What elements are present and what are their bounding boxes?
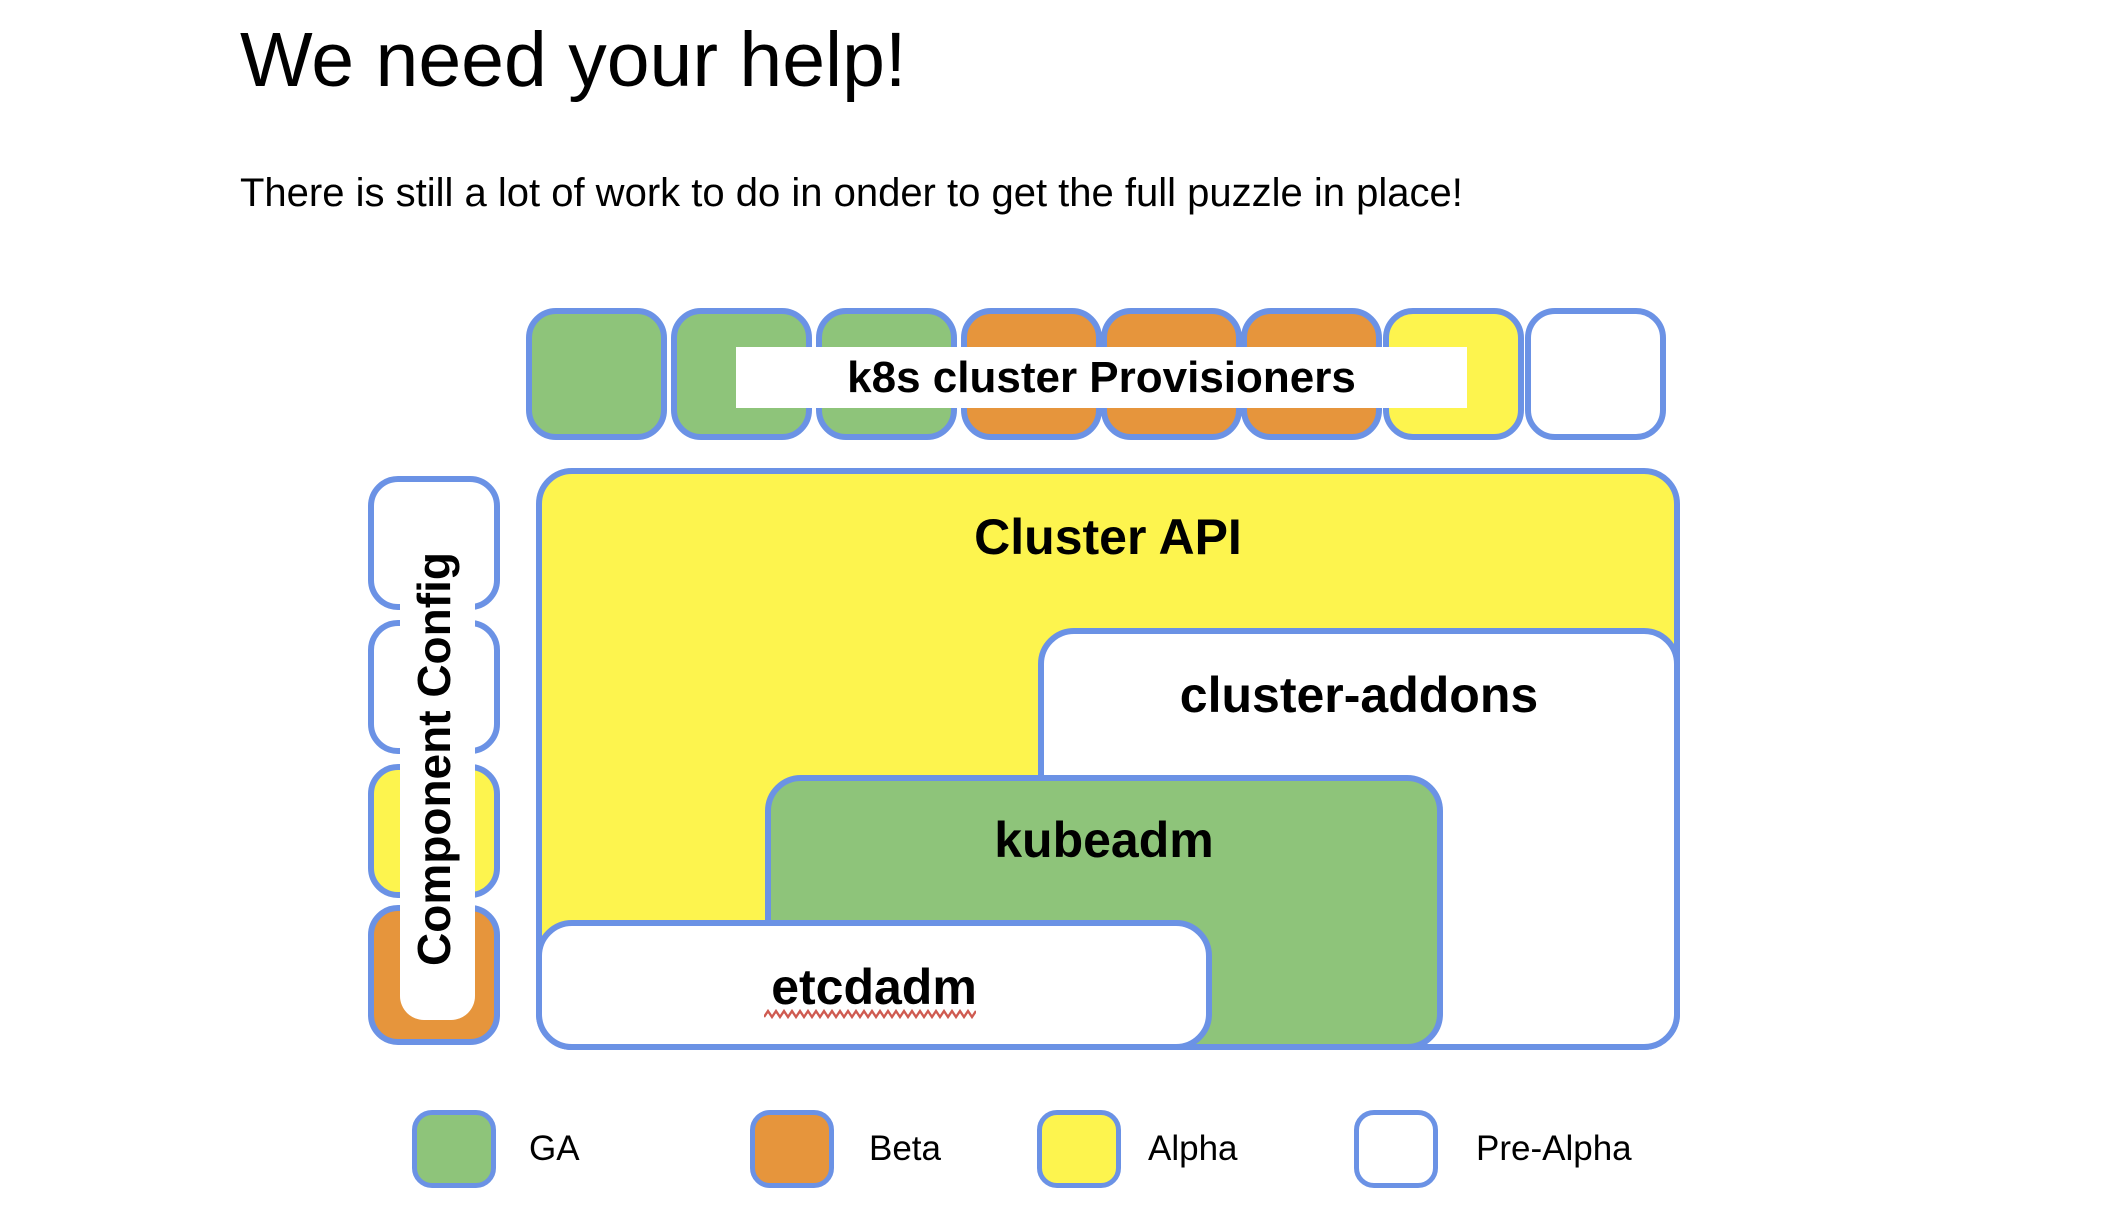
provisioners-label: k8s cluster Provisioners: [847, 352, 1356, 402]
slide-subtitle: There is still a lot of work to do in on…: [240, 171, 1463, 215]
etcdadm-box: etcdadm: [536, 920, 1212, 1050]
legend-label-alpha: Alpha: [1148, 1129, 1238, 1168]
provisioner-puzzle-piece: [526, 308, 667, 440]
legend-swatch-ga: [412, 1110, 496, 1188]
spellcheck-squiggle-icon: [764, 1008, 976, 1020]
legend-label-ga: GA: [529, 1129, 580, 1168]
cluster-addons-label: cluster-addons: [1179, 667, 1539, 723]
kubeadm-label: kubeadm: [994, 812, 1214, 868]
legend-swatch-pre-alpha: [1354, 1110, 1438, 1188]
etcdadm-label: etcdadm: [771, 959, 977, 1015]
provisioner-puzzle-piece: [1525, 308, 1666, 440]
component-config-segment: [368, 476, 500, 610]
provisioners-banner: k8s cluster Provisioners: [736, 347, 1467, 408]
cluster-api-label: Cluster API: [974, 509, 1242, 565]
legend-label-beta: Beta: [869, 1129, 941, 1168]
slide-title: We need your help!: [240, 17, 907, 103]
legend-swatch-alpha: [1037, 1110, 1121, 1188]
legend-swatch-beta: [750, 1110, 834, 1188]
component-config-label: Component Config: [408, 552, 461, 966]
legend-label-pre-alpha: Pre-Alpha: [1476, 1129, 1632, 1168]
component-config-label-background: [400, 558, 475, 1020]
